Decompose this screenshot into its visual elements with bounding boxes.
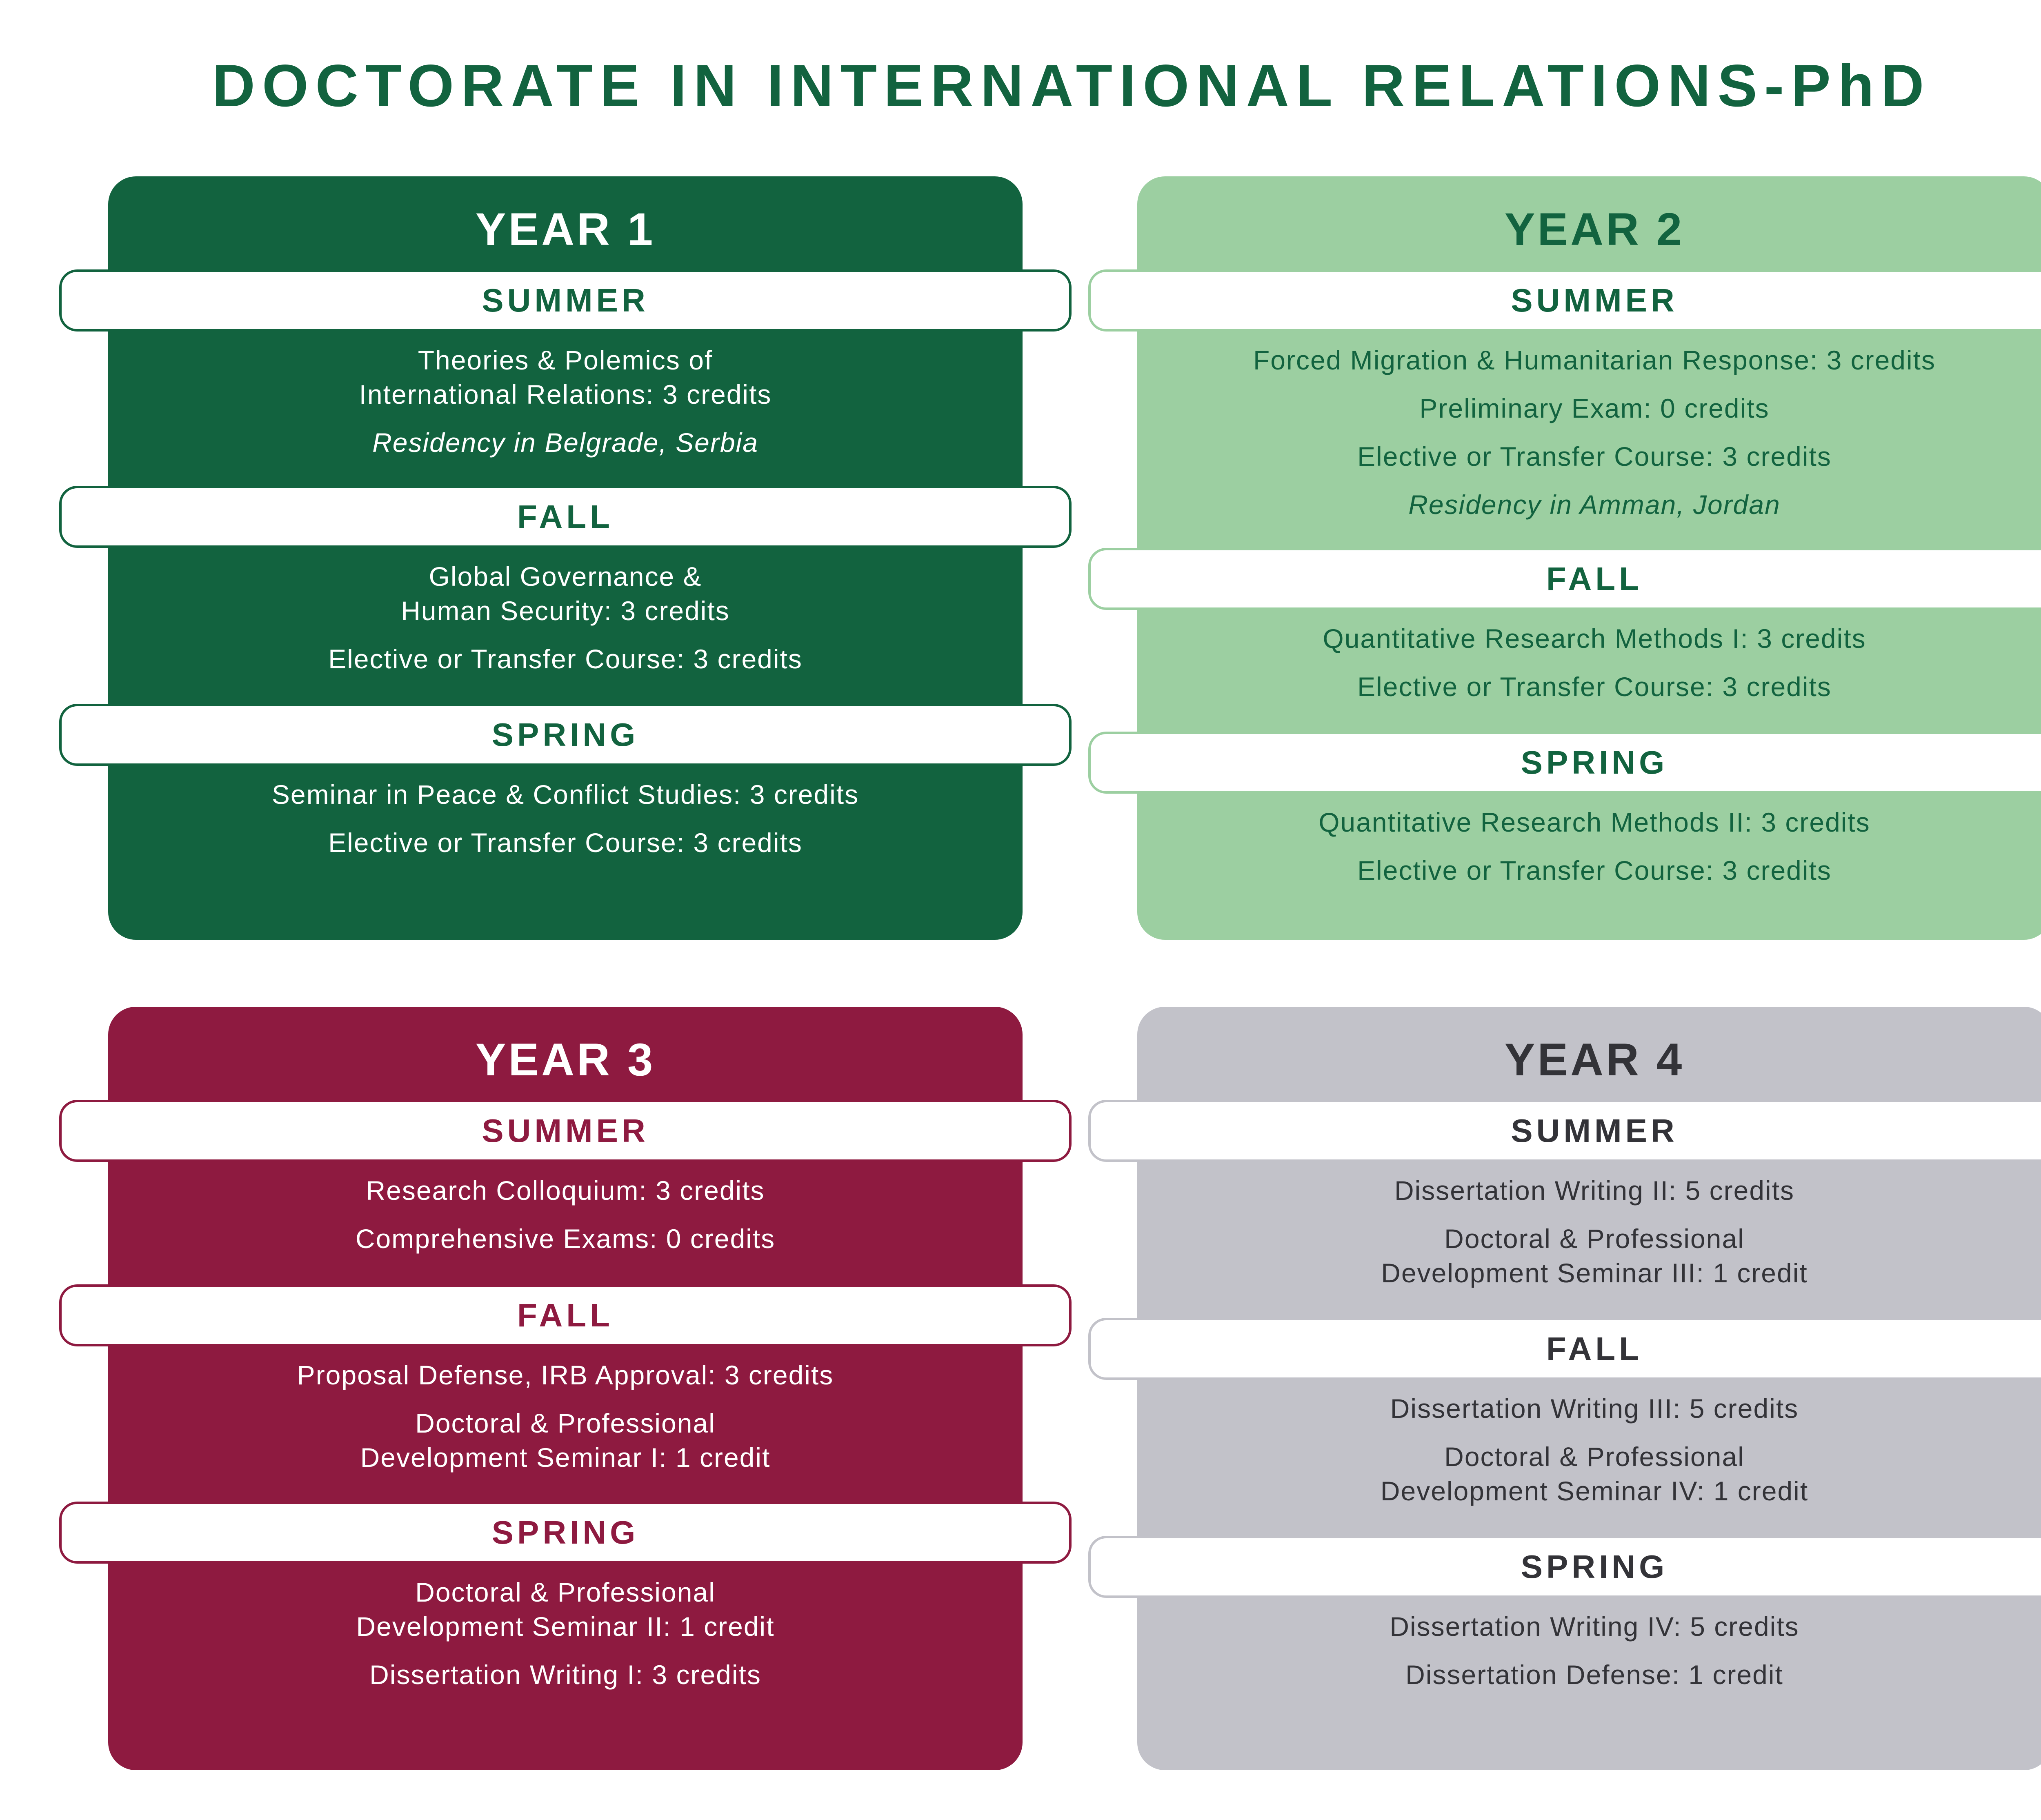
year-3-fall-course: Development Seminar I: 1 credit [360, 1442, 771, 1473]
year-1-fall-course: Elective or Transfer Course: 3 credits [328, 644, 803, 674]
year-4-title: YEAR 4 [1504, 1034, 1685, 1085]
year-1-spring-course: Elective or Transfer Course: 3 credits [328, 828, 803, 858]
year-2-title: YEAR 2 [1504, 204, 1685, 255]
year-1-fall-course: Global Governance & [429, 561, 702, 592]
year-1-title: YEAR 1 [475, 204, 656, 255]
year-4-spring-course: Dissertation Defense: 1 credit [1405, 1660, 1783, 1690]
year-2-summer-bar: SUMMER [1088, 269, 2041, 332]
year-4-fall-course: Development Seminar IV: 1 credit [1380, 1476, 1809, 1506]
year-4-summer-course: Development Seminar III: 1 credit [1381, 1258, 1808, 1288]
year-2-fall-course: Quantitative Research Methods I: 3 credi… [1323, 623, 1866, 654]
year-2-summer-course: Elective or Transfer Course: 3 credits [1357, 441, 1832, 472]
year-3-spring-course: Dissertation Writing I: 3 credits [369, 1660, 761, 1690]
year-2-summer-course: Forced Migration & Humanitarian Response… [1253, 345, 1936, 375]
year-1-summer-course: Theories & Polemics of [418, 345, 713, 375]
year-4-fall-course: Doctoral & Professional [1444, 1442, 1745, 1472]
year-3-spring-course: Doctoral & Professional [415, 1577, 716, 1607]
year-1-fall-course: Human Security: 3 credits [401, 596, 730, 626]
year-2-spring-course: Elective or Transfer Course: 3 credits [1357, 855, 1832, 886]
year-3-summer-course: Research Colloquium: 3 credits [366, 1175, 765, 1206]
year-2-spring-bar: SPRING [1088, 732, 2041, 794]
page-title: DOCTORATE IN INTERNATIONAL RELATIONS-PhD [212, 52, 1931, 119]
year-3-fall-course: Doctoral & Professional [415, 1408, 716, 1438]
year-3-summer-bar: SUMMER [59, 1100, 1072, 1162]
year-1-spring-bar: SPRING [59, 704, 1072, 766]
year-1-card: YEAR 1 SUMMER Theories & Polemics of Int… [59, 176, 1072, 940]
year-1-summer-course: International Relations: 3 credits [359, 379, 772, 409]
year-4-summer-course: Dissertation Writing II: 5 credits [1394, 1175, 1795, 1206]
year-2-fall-course: Elective or Transfer Course: 3 credits [1357, 672, 1832, 702]
year-1-summer-bar: SUMMER [59, 269, 1072, 332]
year-4-card: YEAR 4 SUMMER Dissertation Writing II: 5… [1088, 1007, 2041, 1770]
year-2-spring-course: Quantitative Research Methods II: 3 cred… [1318, 807, 1870, 837]
year-4-summer-bar: SUMMER [1088, 1100, 2041, 1162]
year-2-card: YEAR 2 SUMMER Forced Migration & Humanit… [1088, 176, 2041, 940]
year-3-card: YEAR 3 SUMMER Research Colloquium: 3 cre… [59, 1007, 1072, 1770]
year-3-spring-course: Development Seminar II: 1 credit [356, 1611, 775, 1642]
year-1-fall-bar: FALL [59, 486, 1072, 548]
year-3-summer-course: Comprehensive Exams: 0 credits [355, 1224, 776, 1254]
year-4-summer-course: Doctoral & Professional [1444, 1224, 1745, 1254]
year-2-fall-bar: FALL [1088, 548, 2041, 610]
year-3-fall-course: Proposal Defense, IRB Approval: 3 credit… [297, 1360, 834, 1390]
year-4-fall-course: Dissertation Writing III: 5 credits [1390, 1393, 1799, 1424]
year-2-summer-course: Preliminary Exam: 0 credits [1419, 393, 1770, 423]
year-4-spring-course: Dissertation Writing IV: 5 credits [1390, 1611, 1799, 1642]
year-4-spring-bar: SPRING [1088, 1536, 2041, 1598]
year-4-fall-bar: FALL [1088, 1318, 2041, 1380]
year-3-title: YEAR 3 [475, 1034, 656, 1085]
year-3-fall-bar: FALL [59, 1284, 1072, 1346]
year-3-spring-bar: SPRING [59, 1502, 1072, 1564]
year-1-summer-residency: Residency in Belgrade, Serbia [372, 427, 758, 458]
year-1-spring-course: Seminar in Peace & Conflict Studies: 3 c… [271, 779, 859, 810]
year-2-summer-residency: Residency in Amman, Jordan [1408, 489, 1781, 520]
